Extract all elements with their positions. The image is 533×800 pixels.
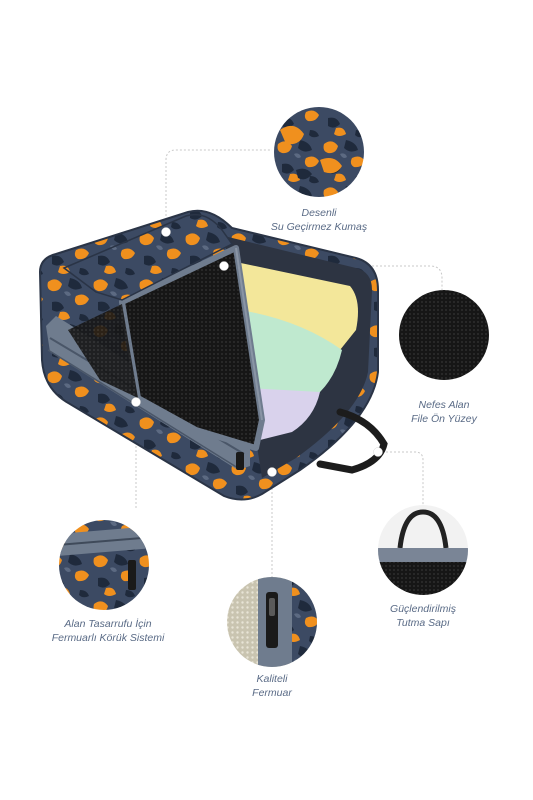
clothing-yellow [236,262,358,350]
zipper-icon [227,577,317,667]
hotspots [131,227,383,477]
handle-icon [378,505,468,595]
caption-mesh-line2: File Ön Yüzey [411,413,477,425]
caption-handle-line1: Güçlendirilmiş [390,603,456,615]
feature-caption-fabric: Desenli Su Geçirmez Kumaş [255,206,383,234]
leader-handle [378,451,424,505]
leader-fabric [165,149,272,232]
caption-zipper-line2: Fermuar [252,687,292,699]
hotspot-fabric[interactable] [161,227,171,237]
feature-caption-handle: Güçlendirilmiş Tutma Sapı [363,602,483,630]
camo-fabric-icon [274,107,364,197]
hotspot-zipper[interactable] [267,467,277,477]
feature-caption-zipper: Kaliteli Fermuar [222,672,322,700]
feature-caption-bellows: Alan Tasarrufu İçin Fermuarlı Körük Sist… [38,617,178,645]
feature-caption-mesh: Nefes Alan File Ön Yüzey [382,398,506,426]
caption-fabric-line1: Desenli [301,207,337,219]
bag-handle [316,408,388,474]
mesh-fabric-icon [399,290,489,380]
caption-bellows-line2: Fermuarlı Körük Sistemi [51,632,165,644]
zipper-pull [236,452,244,470]
hotspot-bellows[interactable] [131,397,141,407]
clothing-mint [240,310,342,402]
packing-cube-bag [38,209,388,501]
hotspot-handle[interactable] [373,447,383,457]
caption-zipper-line1: Kaliteli [256,673,288,685]
hotspot-mesh[interactable] [219,261,229,271]
leader-mesh [224,265,443,290]
bag-lid-top [62,213,234,301]
caption-handle-line2: Tutma Sapı [396,617,450,629]
bellows-zipper-icon [59,520,149,610]
caption-fabric-line2: Su Geçirmez Kumaş [270,221,368,233]
caption-mesh-line1: Nefes Alan [418,399,470,411]
clothing-lilac [248,388,320,440]
caption-bellows-line1: Alan Tasarrufu İçin [64,618,152,630]
